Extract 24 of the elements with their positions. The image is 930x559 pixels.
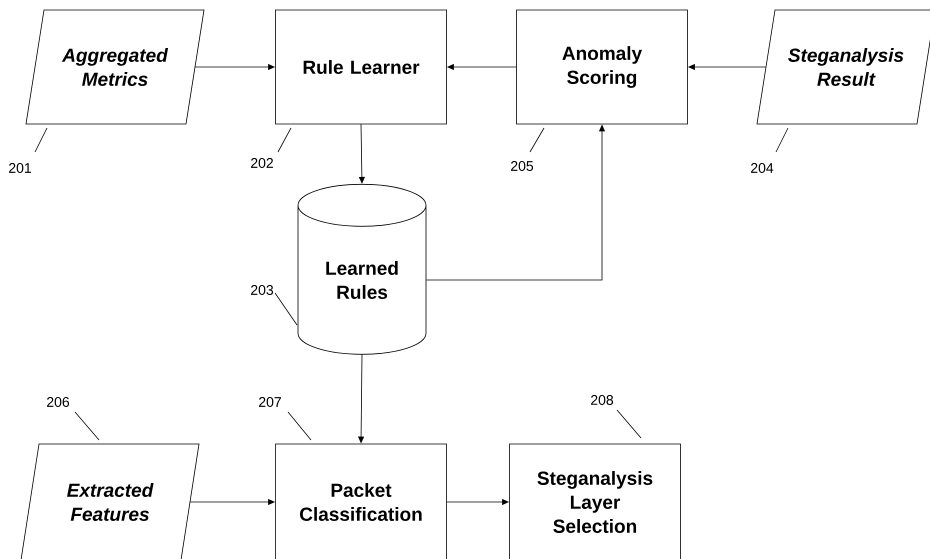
process-box: Steganalysis Layer Selection <box>509 444 681 559</box>
reference-numeral: 205 <box>511 161 534 171</box>
reference-numeral: 202 <box>251 158 273 168</box>
process-box: Rule Learner <box>275 10 447 124</box>
input-parallelogram: Steganalysis Result <box>756 10 930 124</box>
reference-numeral: 208 <box>591 395 614 405</box>
database-cylinder: Learned Rules <box>298 184 426 355</box>
reference-numeral: 207 <box>259 397 281 407</box>
process-box: Anomaly Scoring <box>516 10 688 124</box>
reference-numeral: 201 <box>9 163 31 173</box>
leader-line <box>34 128 48 152</box>
input-parallelogram: Extracted Features <box>20 444 200 559</box>
reference-numeral: 206 <box>47 397 70 407</box>
reference-numeral: 204 <box>751 163 774 173</box>
reference-numeral: 203 <box>251 285 274 295</box>
leader-line <box>278 128 292 152</box>
leader-line <box>530 128 544 152</box>
leader-line <box>776 128 788 152</box>
leader-line <box>288 412 312 440</box>
process-box: Packet Classification <box>275 444 447 559</box>
leader-line <box>616 410 642 438</box>
input-parallelogram: Aggregated Metrics <box>26 10 204 124</box>
leader-line <box>274 292 298 326</box>
leader-line <box>74 412 100 440</box>
